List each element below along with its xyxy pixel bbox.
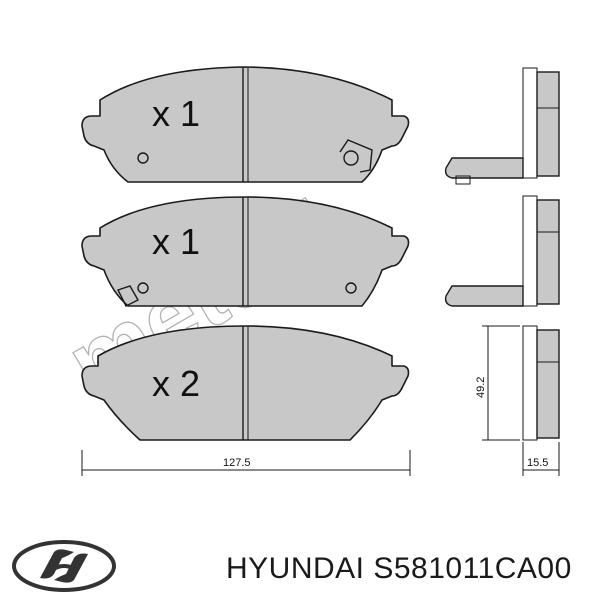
side-1-tab [455, 175, 471, 185]
brake-pad-1: x 1 [81, 66, 410, 183]
pad-2-outline [81, 196, 410, 307]
side-1-friction [536, 71, 560, 177]
side-3-friction [536, 329, 560, 439]
part-caption: HYUNDAI S581011CA00 [226, 552, 572, 586]
pad-2-pin-left [137, 282, 149, 294]
side-3-backplate [522, 325, 538, 441]
pad-2-quantity: x 1 [152, 221, 200, 262]
pad-3-quantity: x 2 [152, 363, 200, 404]
side-view-1 [444, 67, 560, 185]
brake-pad-3: x 2 [81, 325, 410, 441]
pad-1-clip [339, 139, 373, 173]
pad-1-pin-left [137, 152, 149, 164]
brand-name: HYUNDAI [226, 552, 365, 585]
side-1-backplate [522, 67, 538, 179]
pad-2-pin-right [345, 282, 357, 294]
pad-1-pin-right [343, 150, 359, 166]
dimension-height-label: 49.2 [475, 377, 487, 398]
dimension-thickness: 15.5 [522, 442, 560, 476]
pad-1-quantity: x 1 [152, 93, 200, 134]
pad-1-outline [81, 66, 410, 183]
dimension-width-label: 127.5 [223, 457, 251, 469]
brake-pad-2: x 1 [81, 196, 410, 307]
dimension-height: 49.2 [475, 325, 520, 441]
side-view-3 [522, 325, 560, 441]
pad-3-outline [81, 325, 410, 441]
side-2-backplate [522, 195, 538, 307]
dimension-width: 127.5 [81, 450, 411, 476]
part-number: S581011CA00 [373, 552, 572, 585]
side-1-clip [444, 157, 524, 179]
side-view-2 [444, 195, 560, 307]
side-2-clip [444, 285, 524, 307]
hyundai-logo-icon [12, 540, 116, 592]
dimension-thickness-label: 15.5 [527, 457, 548, 469]
pad-2-clip [117, 285, 139, 307]
side-2-friction [536, 199, 560, 305]
